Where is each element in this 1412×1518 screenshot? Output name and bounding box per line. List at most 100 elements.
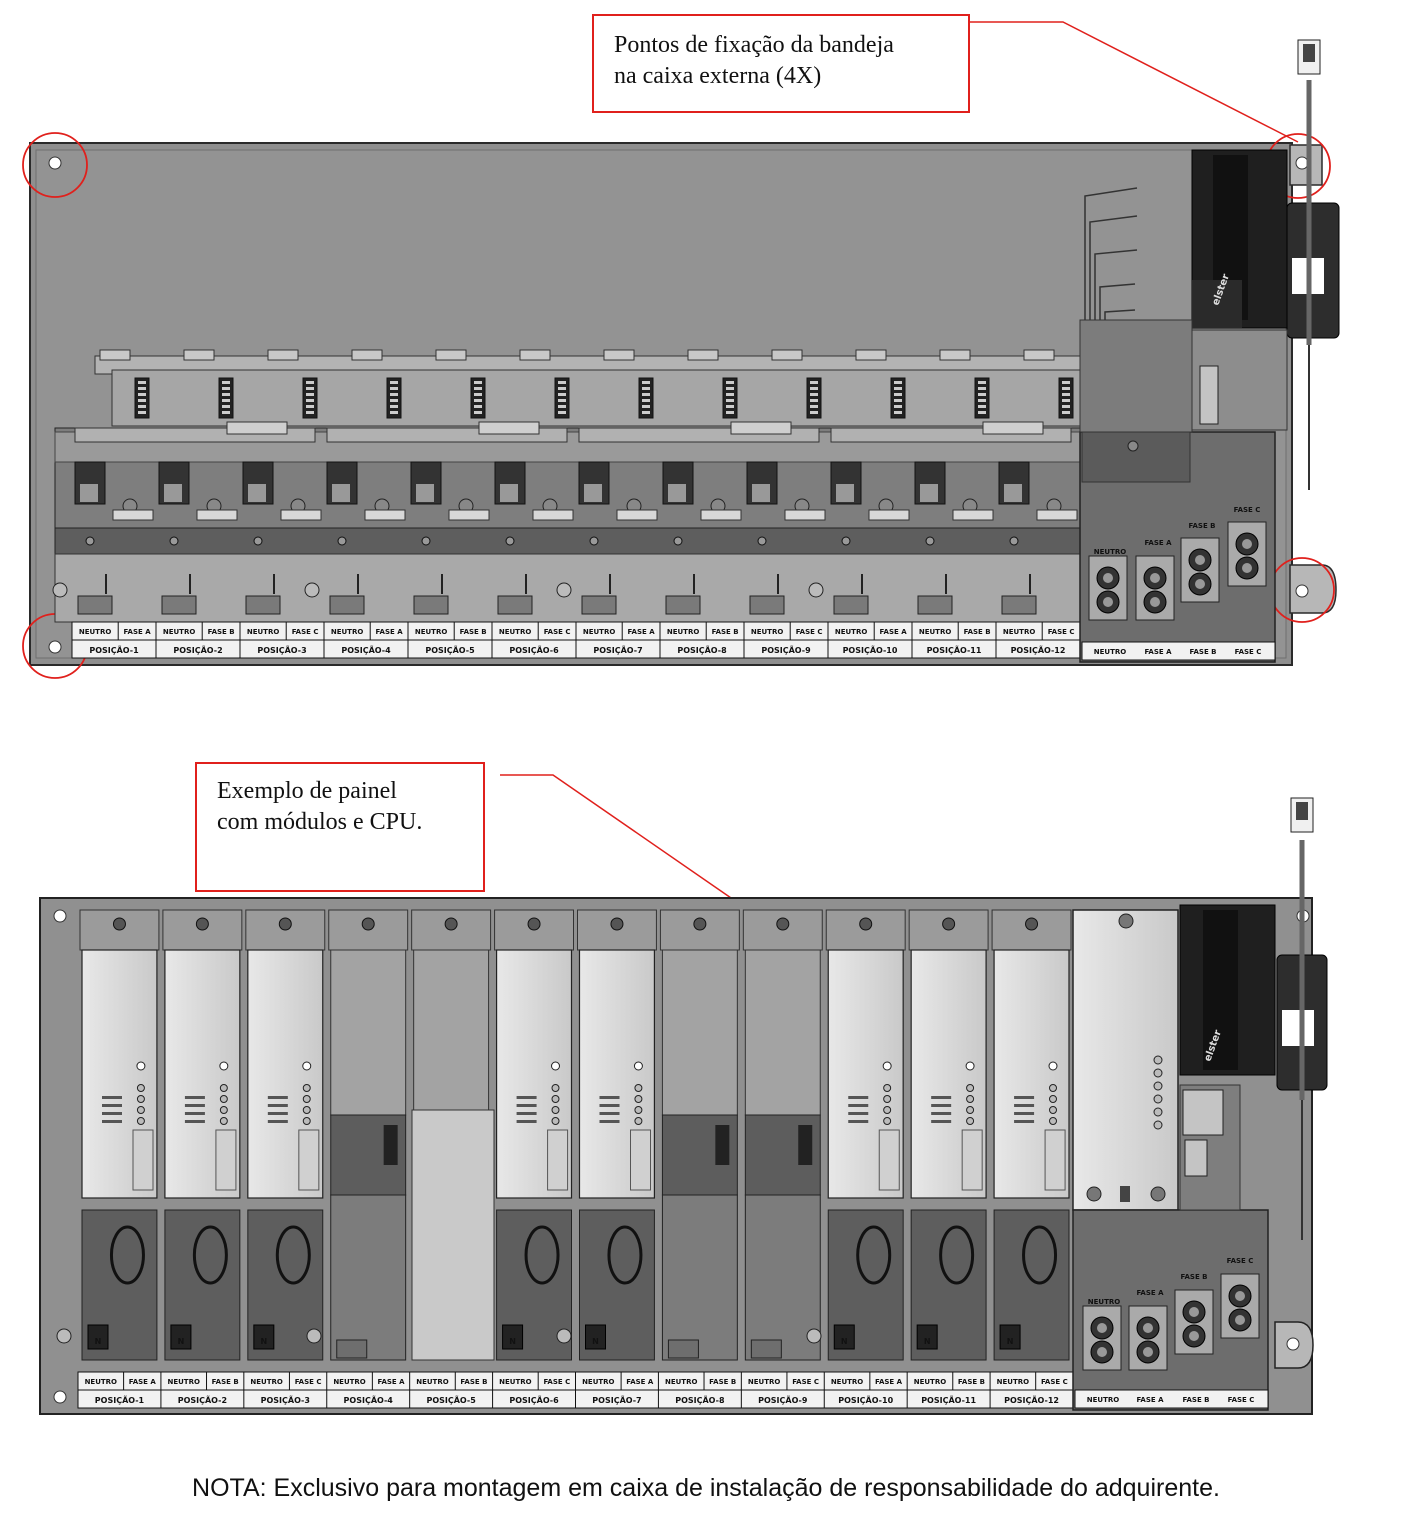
top-label-neutro-11: NEUTRO: [919, 628, 951, 636]
bottom-module-letter-3: N: [260, 1337, 267, 1346]
bottom-label-position-1: POSIÇÃO-1: [95, 1395, 145, 1405]
top-tab: [351, 349, 383, 361]
bottom-label-phase-8: FASE B: [709, 1378, 736, 1386]
top-label-position-4: POSIÇÃO-4: [341, 645, 391, 655]
top-terminal-strip-a: FASE A: [1144, 648, 1172, 656]
bottom-label-phase-5: FASE B: [460, 1378, 487, 1386]
bottom-lower-screw: [556, 1328, 572, 1344]
top-label-position-2: POSIÇÃO-2: [173, 645, 222, 655]
top-bar-hole: [841, 536, 851, 546]
cpu-led: [1153, 1055, 1163, 1065]
bottom-label-neutro-6: NEUTRO: [499, 1378, 531, 1386]
top-lower-block: [77, 595, 113, 615]
cpu-led: [1153, 1068, 1163, 1078]
top-label-phase-7: FASE A: [628, 628, 656, 636]
top-lower-block: [1001, 595, 1037, 615]
bottom-terminal-label-neutro: NEUTRO: [1088, 1298, 1120, 1306]
top-lower-screw: [808, 582, 824, 598]
top-label-neutro-12: NEUTRO: [1003, 628, 1035, 636]
top-label-phase-2: FASE B: [208, 628, 235, 636]
top-bar-hole: [589, 536, 599, 546]
bottom-label-position-12: POSIÇÃO-12: [1004, 1395, 1059, 1405]
bottom-label-phase-6: FASE C: [543, 1378, 570, 1386]
top-label-phase-11: FASE B: [964, 628, 991, 636]
top-tab: [939, 349, 971, 361]
top-label-phase-12: FASE C: [1048, 628, 1075, 636]
callout-top-leader: [970, 21, 1299, 143]
top-label-position-1: POSIÇÃO-1: [89, 645, 139, 655]
bottom-label-phase-11: FASE B: [958, 1378, 985, 1386]
bottom-rail-block: [328, 909, 409, 951]
bottom-terminal-strip-neutro: NEUTRO: [1087, 1396, 1119, 1404]
cpu-led: [1153, 1081, 1163, 1091]
bottom-rail-block: [742, 909, 823, 951]
bottom-module-letter-6: N: [509, 1337, 516, 1346]
top-label-phase-4: FASE A: [376, 628, 404, 636]
top-lower-block: [917, 595, 953, 615]
top-lower-block: [413, 595, 449, 615]
top-bar-hole: [673, 536, 683, 546]
bottom-module-letter-7: N: [592, 1337, 599, 1346]
top-label-phase-10: FASE A: [880, 628, 908, 636]
top-label-phase-5: FASE B: [460, 628, 487, 636]
top-label-neutro-9: NEUTRO: [751, 628, 783, 636]
cpu-led: [1153, 1094, 1163, 1104]
top-bar-hole: [421, 536, 431, 546]
top-label-phase-1: FASE A: [124, 628, 152, 636]
bottom-module-letter-2: N: [178, 1337, 185, 1346]
top-label-neutro-6: NEUTRO: [499, 628, 531, 636]
top-tab: [267, 349, 299, 361]
top-label-position-8: POSIÇÃO-8: [677, 645, 727, 655]
module-led: [965, 1061, 975, 1071]
bottom-label-neutro-1: NEUTRO: [85, 1378, 117, 1386]
top-tab: [99, 349, 131, 361]
bottom-label-position-2: POSIÇÃO-2: [178, 1395, 227, 1405]
bottom-terminal-label-a: FASE A: [1136, 1289, 1164, 1297]
bottom-module-letter-1: N: [95, 1337, 102, 1346]
bottom-label-phase-1: FASE A: [129, 1378, 157, 1386]
bottom-hole-bl: [53, 1390, 67, 1404]
top-lower-screw: [556, 582, 572, 598]
top-lower-block: [161, 595, 197, 615]
bottom-module-letter-12: N: [1007, 1337, 1014, 1346]
bottom-label-neutro-7: NEUTRO: [582, 1378, 614, 1386]
bottom-center-plate: [411, 1109, 495, 1361]
top-tab: [183, 349, 215, 361]
module-led: [1048, 1061, 1058, 1071]
top-terminal-strip-neutro: NEUTRO: [1094, 648, 1126, 656]
top-terminal-label-b: FASE B: [1189, 522, 1216, 530]
callout-fixation-line1: Pontos de fixação da bandeja: [614, 32, 894, 58]
top-lower-block: [833, 595, 869, 615]
bottom-label-phase-10: FASE A: [875, 1378, 903, 1386]
top-lower-block: [749, 595, 785, 615]
top-panel: NEUTRO FASE A POSIÇÃO-1 NEUTRO FASE B POSIÇÃO…: [22, 39, 1340, 679]
bottom-label-neutro-12: NEUTRO: [997, 1378, 1029, 1386]
bottom-terminal-label-c: FASE C: [1227, 1257, 1254, 1265]
bottom-label-neutro-4: NEUTRO: [333, 1378, 365, 1386]
top-lower-screw: [304, 582, 320, 598]
bottom-lower-screw: [56, 1328, 72, 1344]
module-led: [302, 1061, 312, 1071]
top-label-neutro-10: NEUTRO: [835, 628, 867, 636]
bottom-label-phase-9: FASE C: [792, 1378, 819, 1386]
top-bar-hole: [169, 536, 179, 546]
top-label-neutro-7: NEUTRO: [583, 628, 615, 636]
top-terminal-label-a: FASE A: [1144, 539, 1172, 547]
top-lower-block: [329, 595, 365, 615]
top-label-phase-3: FASE C: [292, 628, 319, 636]
top-label-neutro-5: NEUTRO: [415, 628, 447, 636]
bottom-label-neutro-8: NEUTRO: [665, 1378, 697, 1386]
top-label-position-7: POSIÇÃO-7: [593, 645, 642, 655]
top-bar-hole: [337, 536, 347, 546]
module-led: [633, 1061, 643, 1071]
bottom-lower-screw: [306, 1328, 322, 1344]
bottom-label-position-6: POSIÇÃO-6: [509, 1395, 559, 1405]
footnote: NOTA: Exclusivo para montagem em caixa d…: [192, 1474, 1220, 1502]
top-label-neutro-2: NEUTRO: [163, 628, 195, 636]
top-bar-hole: [505, 536, 515, 546]
bottom-terminal-label-b: FASE B: [1181, 1273, 1208, 1281]
bottom-label-position-8: POSIÇÃO-8: [675, 1395, 725, 1405]
top-label-position-9: POSIÇÃO-9: [761, 645, 811, 655]
